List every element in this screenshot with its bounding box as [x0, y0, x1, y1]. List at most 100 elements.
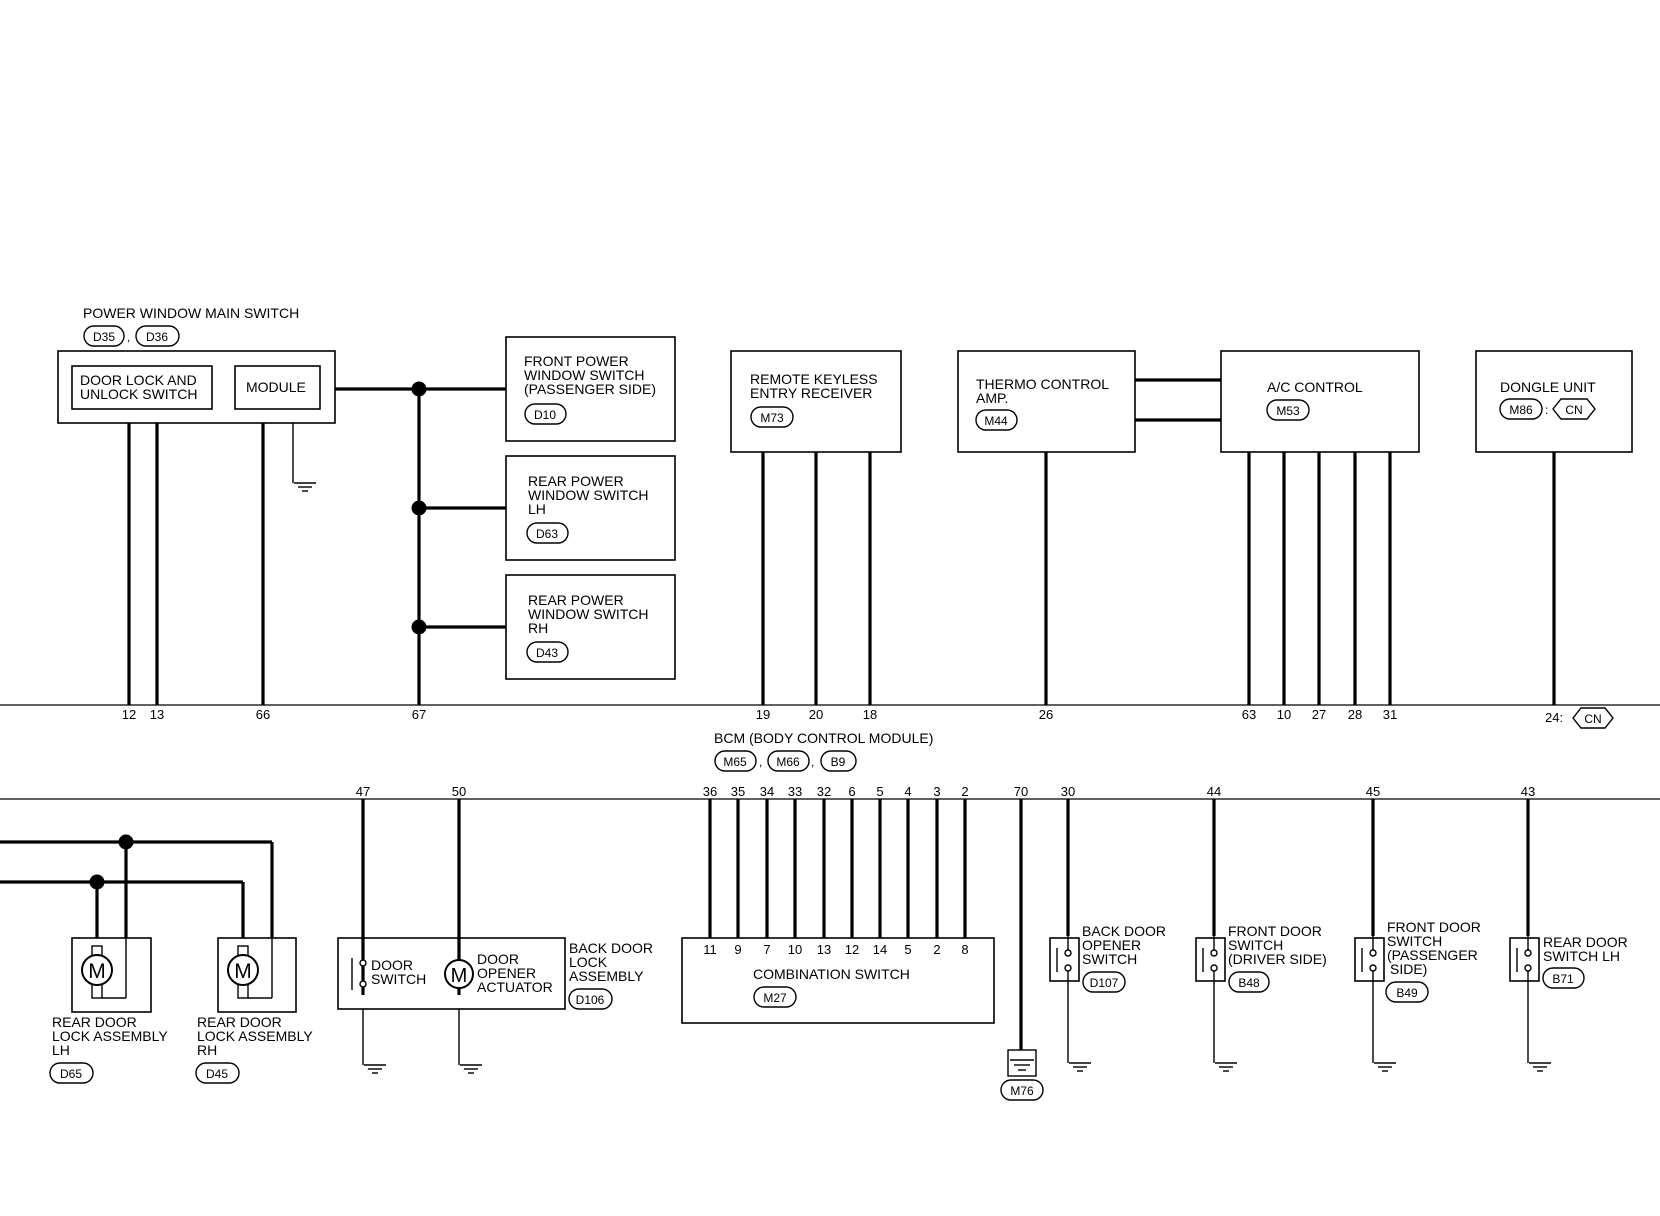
- rear-door-lock-assembly-lh: M REAR DOOR LOCK ASSEMBLY LH D65: [49, 937, 168, 1084]
- svg-text:M73: M73: [760, 411, 784, 425]
- motor-icon: M: [88, 960, 106, 983]
- svg-text:D106: D106: [576, 993, 605, 1007]
- svg-text:ACTUATOR: ACTUATOR: [477, 979, 553, 995]
- bottom-pin-labels: 47 50 36 35 34 33 32 6 5 4 3 2 70 30 44 …: [356, 784, 1535, 799]
- pin-label: 63: [1242, 707, 1256, 722]
- pin-label: 13: [817, 942, 831, 957]
- svg-text:(DRIVER SIDE): (DRIVER SIDE): [1228, 951, 1327, 967]
- svg-text:REAR DOOR: REAR DOOR: [52, 1014, 137, 1030]
- svg-text:REMOTE KEYLESS: REMOTE KEYLESS: [750, 371, 878, 387]
- bcm-connector-2: M66: [767, 750, 810, 772]
- svg-text:D36: D36: [146, 330, 168, 344]
- pin-label: 67: [412, 707, 426, 722]
- svg-text:LH: LH: [52, 1042, 70, 1058]
- svg-text:M27: M27: [763, 991, 787, 1005]
- connector-separator: ,: [759, 755, 762, 769]
- svg-text:D43: D43: [536, 646, 558, 660]
- pin-label: 43: [1521, 784, 1535, 799]
- pin-label: 27: [1312, 707, 1326, 722]
- rear-power-window-switch-rh: REAR POWER WINDOW SWITCH RH D43: [505, 574, 676, 680]
- connector-separator: ,: [811, 755, 814, 769]
- pin-label: 34: [760, 784, 774, 799]
- svg-text:LH: LH: [528, 501, 546, 517]
- pin-label: 5: [876, 784, 883, 799]
- svg-text:D45: D45: [206, 1067, 228, 1081]
- pin-label: 36: [703, 784, 717, 799]
- svg-text:REAR DOOR: REAR DOOR: [197, 1014, 282, 1030]
- svg-text:SIDE): SIDE): [1390, 961, 1427, 977]
- svg-text:BACK DOOR: BACK DOOR: [1082, 923, 1166, 939]
- pin-label: 70: [1014, 784, 1028, 799]
- pin-label: 3: [933, 784, 940, 799]
- rear-power-window-switch-lh: REAR POWER WINDOW SWITCH LH D63: [505, 455, 676, 561]
- pin-label: 9: [734, 942, 741, 957]
- svg-text:SWITCH: SWITCH: [1082, 951, 1137, 967]
- svg-text:(PASSENGER: (PASSENGER: [1387, 947, 1478, 963]
- svg-text:AMP.: AMP.: [976, 390, 1008, 406]
- back-door-opener-switch: BACK DOOR OPENER SWITCH D107: [1049, 923, 1166, 993]
- svg-text:UNLOCK SWITCH: UNLOCK SWITCH: [80, 386, 197, 402]
- pin-label: 7: [763, 942, 770, 957]
- pin-label: 35: [731, 784, 745, 799]
- pin-label: 47: [356, 784, 370, 799]
- svg-text:D107: D107: [1090, 976, 1119, 990]
- ground-m76: M76: [1000, 1049, 1044, 1101]
- svg-text:CN: CN: [1584, 712, 1601, 726]
- svg-text:BACK DOOR: BACK DOOR: [569, 940, 653, 956]
- rear-door-switch-lh: REAR DOOR SWITCH LH B71: [1509, 934, 1628, 989]
- pin-label: 11: [703, 942, 717, 957]
- pin-label: 32: [817, 784, 831, 799]
- svg-text:DOOR LOCK AND: DOOR LOCK AND: [80, 372, 197, 388]
- svg-text:DOOR: DOOR: [371, 957, 413, 973]
- svg-text:WINDOW SWITCH: WINDOW SWITCH: [528, 606, 649, 622]
- svg-text::: :: [1545, 403, 1548, 417]
- pin-label: 8: [961, 942, 968, 957]
- top-pin-labels: 12 13 66 67 19 20 18 26 63 10 27 28 31: [122, 707, 1397, 722]
- svg-text:SWITCH: SWITCH: [371, 971, 426, 987]
- pin-label: 31: [1383, 707, 1397, 722]
- bcm-connector-1: M65: [714, 750, 757, 772]
- svg-text:A/C CONTROL: A/C CONTROL: [1267, 379, 1363, 395]
- svg-text:DONGLE UNIT: DONGLE UNIT: [1500, 379, 1596, 395]
- svg-text:FRONT DOOR: FRONT DOOR: [1387, 919, 1481, 935]
- svg-text:SWITCH LH: SWITCH LH: [1543, 948, 1620, 964]
- pin-label: 66: [256, 707, 270, 722]
- pin-label: 10: [1277, 707, 1291, 722]
- svg-text:POWER WINDOW MAIN SWITCH: POWER WINDOW MAIN SWITCH: [83, 305, 299, 321]
- svg-text:WINDOW SWITCH: WINDOW SWITCH: [524, 367, 645, 383]
- svg-text:D63: D63: [536, 527, 558, 541]
- svg-text:OPENER: OPENER: [1082, 937, 1141, 953]
- pin-label: 2: [933, 942, 940, 957]
- motor-icon: M: [234, 960, 252, 983]
- svg-text:ENTRY RECEIVER: ENTRY RECEIVER: [750, 385, 872, 401]
- svg-text:B49: B49: [1396, 986, 1418, 1000]
- pin-label: 33: [788, 784, 802, 799]
- module-block: [234, 365, 321, 410]
- power-window-main-switch: POWER WINDOW MAIN SWITCH D35 , D36 DOOR …: [57, 305, 336, 424]
- svg-text:M66: M66: [776, 755, 800, 769]
- pin-label: 12: [122, 707, 136, 722]
- pin-label: 14: [873, 942, 887, 957]
- back-door-lock-assembly: DOOR SWITCH M DOOR OPENER ACTUATOR BACK …: [337, 937, 653, 1010]
- svg-text:FRONT POWER: FRONT POWER: [524, 353, 629, 369]
- bottom-wires: [0, 799, 1552, 1074]
- svg-text:M44: M44: [984, 414, 1008, 428]
- pin-label: 18: [863, 707, 877, 722]
- svg-text:M76: M76: [1010, 1084, 1034, 1098]
- front-door-switch-passenger: FRONT DOOR SWITCH (PASSENGER SIDE) B49: [1354, 919, 1481, 1003]
- pin-label: 30: [1061, 784, 1075, 799]
- svg-text:REAR DOOR: REAR DOOR: [1543, 934, 1628, 950]
- svg-text:B9: B9: [831, 755, 846, 769]
- svg-text:(PASSENGER SIDE): (PASSENGER SIDE): [524, 381, 656, 397]
- svg-text:LOCK ASSEMBLY: LOCK ASSEMBLY: [197, 1028, 313, 1044]
- svg-text:B71: B71: [1552, 972, 1574, 986]
- ac-control: A/C CONTROL M53: [1220, 350, 1420, 453]
- svg-text:D35: D35: [93, 330, 115, 344]
- pin-label: 20: [809, 707, 823, 722]
- pin-label: 50: [452, 784, 466, 799]
- svg-text:M86: M86: [1509, 403, 1533, 417]
- svg-text:CN: CN: [1565, 403, 1582, 417]
- bcm-connector-3: B9: [820, 750, 857, 772]
- remote-keyless-entry-receiver: REMOTE KEYLESS ENTRY RECEIVER M73: [730, 350, 902, 453]
- svg-text:REAR POWER: REAR POWER: [528, 592, 624, 608]
